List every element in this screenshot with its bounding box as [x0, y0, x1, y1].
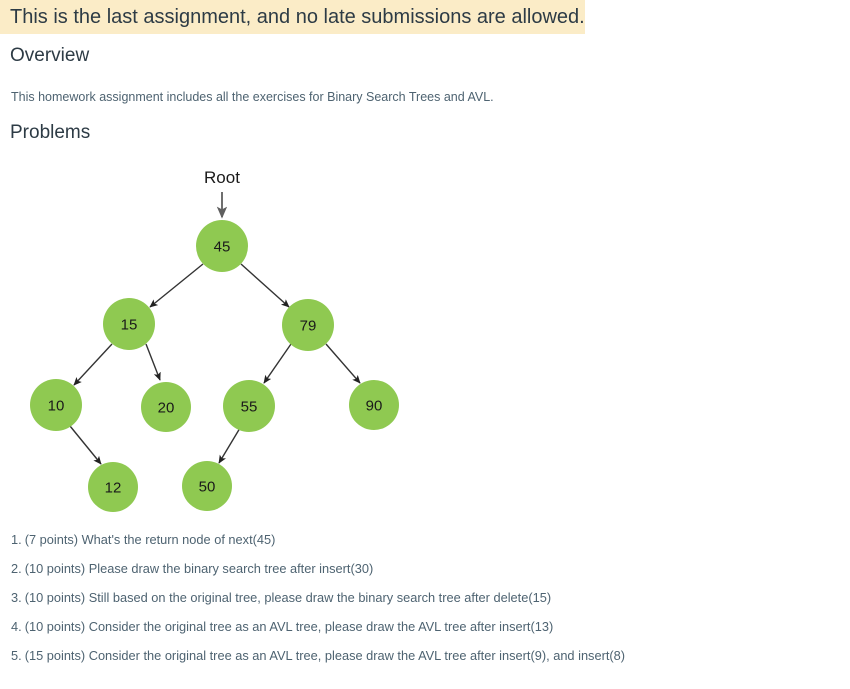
edge-79-55 [263, 343, 292, 384]
problem-text: (10 points) Consider the original tree a… [24, 619, 554, 634]
tree-node-55: 55 [223, 380, 275, 432]
problem-list: 1.(7 points) What's the return node of n… [11, 532, 831, 677]
node-circle [349, 380, 399, 430]
overview-heading: Overview [10, 45, 90, 66]
tree-node-10: 10 [30, 379, 82, 431]
assignment-notice-banner: This is the last assignment, and no late… [0, 0, 585, 34]
tree-node-45: 45 [196, 220, 248, 272]
edge-45-15 [149, 263, 204, 308]
node-value: 50 [199, 479, 216, 496]
tree-node-79: 79 [282, 299, 334, 351]
problem-number: 1. [11, 532, 22, 547]
node-circle [141, 382, 191, 432]
edge-45-79 [240, 263, 290, 308]
problem-text: (10 points) Still based on the original … [24, 590, 552, 605]
binary-search-tree-diagram: Root 45 15 79 [0, 155, 450, 525]
node-circle [282, 299, 334, 351]
tree-node-12: 12 [88, 462, 138, 512]
edge-15-10 [73, 343, 113, 386]
problems-heading: Problems [10, 122, 91, 143]
node-value: 55 [241, 399, 258, 416]
problem-item-4: 4.(10 points) Consider the original tree… [11, 619, 831, 634]
problem-item-1: 1.(7 points) What's the return node of n… [11, 532, 831, 547]
problem-number: 3. [11, 590, 22, 605]
node-value: 20 [158, 400, 175, 417]
problem-number: 2. [11, 561, 22, 576]
node-circle [30, 379, 82, 431]
node-value: 90 [366, 398, 383, 415]
node-value: 45 [214, 239, 231, 256]
problem-item-3: 3.(10 points) Still based on the origina… [11, 590, 831, 605]
node-circle [103, 298, 155, 350]
tree-node-50: 50 [182, 461, 232, 511]
problem-number: 5. [11, 648, 22, 663]
node-value: 10 [48, 398, 65, 415]
tree-node-20: 20 [141, 382, 191, 432]
node-circle [88, 462, 138, 512]
edge-55-50 [218, 427, 241, 464]
tree-node-15: 15 [103, 298, 155, 350]
edge-15-20 [145, 343, 161, 381]
node-value: 15 [121, 317, 138, 334]
problem-item-2: 2.(10 points) Please draw the binary sea… [11, 561, 831, 576]
problem-text: (10 points) Please draw the binary searc… [24, 561, 374, 576]
problem-text: (7 points) What's the return node of nex… [24, 532, 276, 547]
problem-number: 4. [11, 619, 22, 634]
node-value: 12 [105, 480, 122, 497]
tree-nodes: 45 15 79 10 20 55 [30, 220, 399, 512]
problem-text: (15 points) Consider the original tree a… [24, 648, 626, 663]
tree-edges [69, 263, 361, 465]
node-circle [223, 380, 275, 432]
edge-10-12 [69, 425, 102, 465]
node-value: 79 [300, 318, 317, 335]
problem-item-5: 5.(15 points) Consider the original tree… [11, 648, 831, 663]
edge-79-90 [325, 343, 361, 384]
root-label: Root [204, 168, 240, 187]
node-circle [196, 220, 248, 272]
node-circle [182, 461, 232, 511]
tree-node-90: 90 [349, 380, 399, 430]
overview-paragraph: This homework assignment includes all th… [11, 90, 494, 104]
